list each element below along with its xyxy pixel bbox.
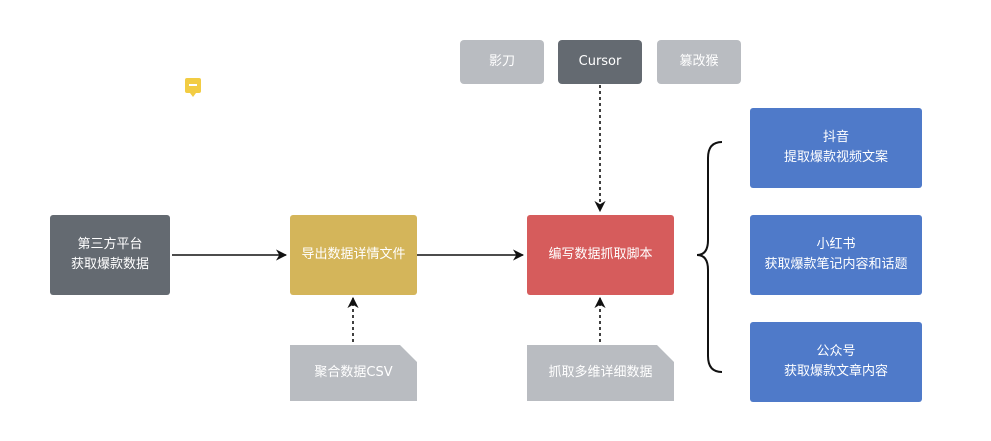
page-fold-icon	[657, 345, 674, 362]
page-fold-icon	[400, 345, 417, 362]
target-douyin-title: 抖音	[822, 130, 849, 145]
export-file-node[interactable]: 导出数据详情文件	[290, 215, 417, 295]
source-line1: 第三方平台	[77, 237, 143, 252]
target-douyin[interactable]: 抖音 提取爆款视频文案	[750, 108, 922, 188]
export-label: 导出数据详情文件	[301, 247, 406, 262]
curly-brace	[696, 141, 723, 373]
source-line2: 获取爆款数据	[70, 257, 149, 272]
crawl-label: 抓取多维详细数据	[548, 365, 653, 380]
tool-cursor[interactable]: Cursor	[558, 40, 642, 84]
target-xiaohongshu-desc: 获取爆款笔记内容和话题	[764, 257, 908, 272]
tool-tampermonkey-label: 篡改猴	[679, 54, 719, 69]
target-douyin-desc: 提取爆款视频文案	[783, 150, 888, 165]
note-icon[interactable]	[185, 78, 201, 97]
target-xiaohongshu[interactable]: 小红书 获取爆款笔记内容和话题	[750, 215, 922, 295]
script-node[interactable]: 编写数据抓取脚本	[527, 215, 674, 295]
script-label: 编写数据抓取脚本	[548, 247, 653, 262]
source-platform-node[interactable]: 第三方平台 获取爆款数据	[50, 215, 170, 295]
target-wechat-official-title: 公众号	[816, 344, 856, 359]
csv-label: 聚合数据CSV	[314, 365, 393, 380]
csv-document-node[interactable]: 聚合数据CSV	[290, 345, 417, 401]
tool-tampermonkey[interactable]: 篡改猴	[657, 40, 741, 84]
target-xiaohongshu-title: 小红书	[816, 237, 856, 252]
tool-yingdao-label: 影刀	[488, 54, 515, 69]
target-wechat-official-desc: 获取爆款文章内容	[783, 364, 888, 379]
tool-yingdao[interactable]: 影刀	[460, 40, 544, 84]
crawl-document-node[interactable]: 抓取多维详细数据	[527, 345, 674, 401]
target-wechat-official[interactable]: 公众号 获取爆款文章内容	[750, 322, 922, 402]
tool-cursor-label: Cursor	[578, 54, 622, 69]
